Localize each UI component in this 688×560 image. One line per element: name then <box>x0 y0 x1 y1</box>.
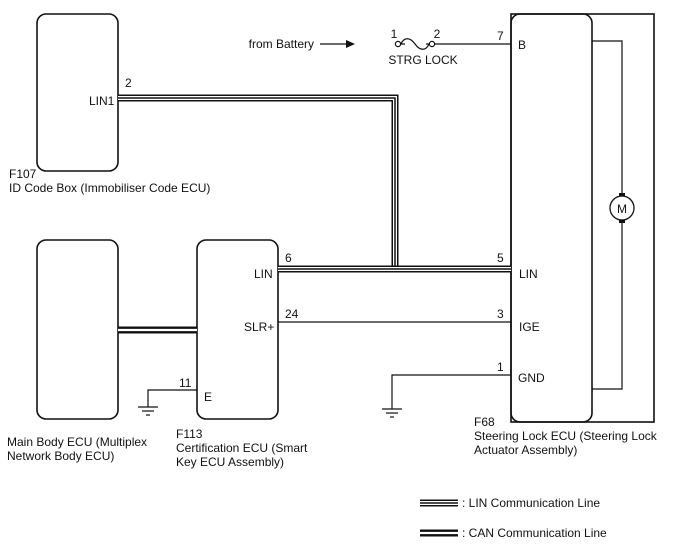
steering-lin-pin-number: 5 <box>497 251 504 265</box>
cert-lin-pin-number: 6 <box>285 251 292 265</box>
steering-ecu-name-line1: Steering Lock ECU (Steering Lock <box>474 429 658 443</box>
ground-icon <box>382 408 402 418</box>
motor-wire-top <box>592 40 623 196</box>
legend-can-label: : CAN Communication Line <box>462 526 607 540</box>
cert-lin-pin-name: LIN <box>254 267 273 281</box>
steering-lin-pin-name: LIN <box>519 267 538 281</box>
cert-ground-wire <box>147 389 197 407</box>
main-body-ecu-name-line1: Main Body ECU (Multiplex <box>7 435 147 449</box>
ground-icon <box>138 406 158 416</box>
legend: : LIN Communication Line : CAN Communica… <box>420 496 607 540</box>
main-body-ecu-body <box>36 239 119 420</box>
steering-gnd-pin-number: 1 <box>497 360 504 374</box>
cert-ecu-code: F113 <box>176 427 203 441</box>
id-box-lin1-pin-name: LIN1 <box>89 94 115 108</box>
steering-ecu-name-line2: Actuator Assembly) <box>474 443 577 457</box>
fuse-name: STRG LOCK <box>388 53 457 67</box>
steering-ige-pin-number: 3 <box>497 307 504 321</box>
cert-e-pin-number: 11 <box>179 376 192 390</box>
id-box-code: F107 <box>9 167 37 181</box>
steering-lock-assembly-outline <box>510 13 655 423</box>
fuse-pin2: 2 <box>434 27 441 41</box>
battery-arrow-icon <box>346 40 355 48</box>
steering-lock-ecu-body <box>510 13 593 423</box>
fuse-icon <box>381 38 436 50</box>
lin-line-id-box <box>118 94 399 271</box>
motor-wire-bottom <box>592 220 623 390</box>
steering-ground-wire <box>391 374 511 409</box>
steering-ige-pin-name: IGE <box>519 320 540 334</box>
legend-lin-label: : LIN Communication Line <box>462 496 600 510</box>
steering-ecu-code: F68 <box>474 415 495 429</box>
id-code-box-body <box>36 13 119 172</box>
id-box-name: ID Code Box (Immobiliser Code ECU) <box>9 181 210 195</box>
battery-label: from Battery <box>249 37 314 51</box>
motor-label: M <box>617 202 627 216</box>
id-box-lin1-pin-number: 2 <box>125 76 132 90</box>
fuse-pin1: 1 <box>391 27 398 41</box>
steering-b-pin-number: 7 <box>497 29 504 43</box>
cert-slr-pin-number: 24 <box>285 307 299 321</box>
steering-b-pin-name: B <box>518 38 526 52</box>
cert-slr-pin-name: SLR+ <box>244 320 274 334</box>
steering-gnd-pin-name: GND <box>518 371 545 385</box>
cert-ecu-name-line2: Key ECU Assembly) <box>176 455 284 469</box>
motor-icon: M <box>609 193 635 223</box>
main-body-ecu-name-line2: Network Body ECU) <box>7 449 114 463</box>
cert-e-pin-name: E <box>204 390 212 404</box>
cert-ecu-name-line1: Certification ECU (Smart <box>176 441 308 455</box>
